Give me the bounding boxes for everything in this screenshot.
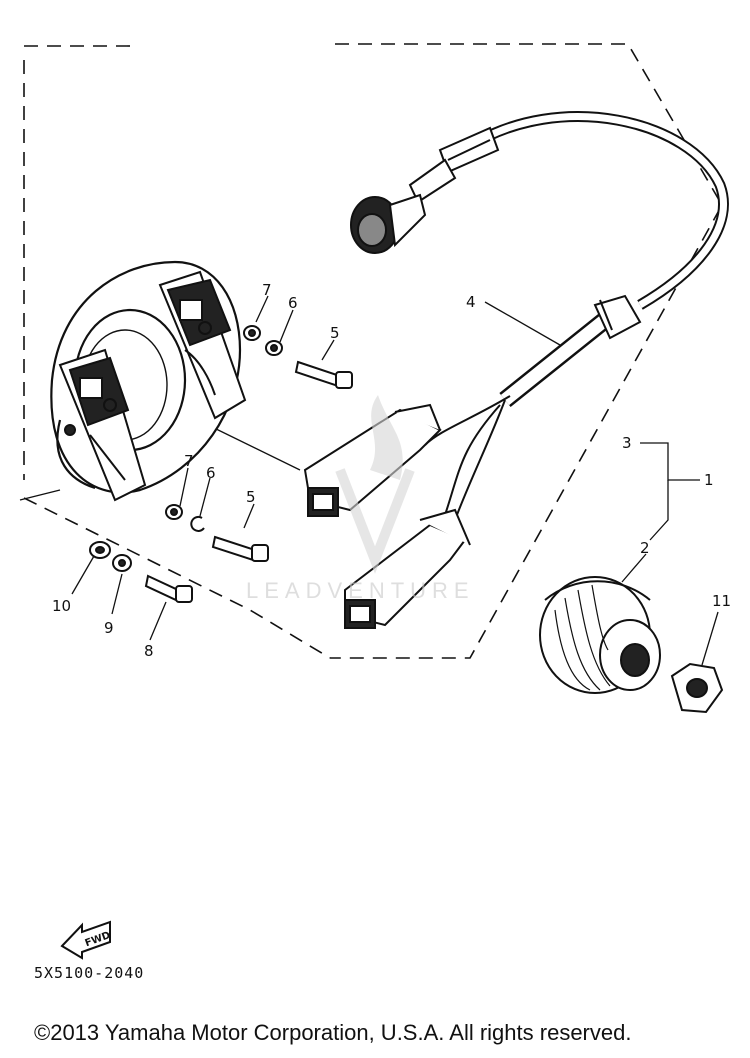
screw-8-icon [144, 574, 193, 603]
callout-5-upper: 5 [330, 324, 340, 342]
pickup-coil-upper-icon [158, 270, 247, 420]
connector-plug-icon [350, 126, 500, 254]
screw-icon [211, 360, 353, 562]
leader-lines [19, 295, 719, 666]
grommet-icon [593, 294, 642, 340]
callout-8: 8 [144, 642, 154, 660]
watermark-text: LEADVENTURE [246, 578, 475, 603]
watermark: LEADVENTURE [246, 395, 475, 603]
callout-1: 1 [704, 471, 714, 489]
wire-harness [424, 111, 729, 521]
copyright-notice: ©2013 Yamaha Motor Corporation, U.S.A. A… [34, 1020, 632, 1045]
cdi-unit-icon [303, 403, 442, 517]
diagram-code: 5X5100-2040 [34, 964, 145, 982]
pickup-coil-lower-icon [58, 348, 147, 502]
callout-4: 4 [466, 293, 476, 311]
callout-7-lower: 7 [184, 452, 194, 470]
callout-6-lower: 6 [206, 464, 216, 482]
callout-labels: 4 3 1 2 11 7 6 5 7 6 5 10 9 8 [52, 281, 731, 660]
callout-5-lower: 5 [246, 488, 256, 506]
fwd-arrow-icon: FWD [60, 920, 112, 960]
callout-2: 2 [640, 539, 650, 557]
ignition-coil-icon [344, 508, 471, 629]
nut-icon [670, 662, 724, 714]
callout-3: 3 [622, 434, 632, 452]
callout-9: 9 [104, 619, 114, 637]
washer-icon [89, 325, 283, 572]
callout-10: 10 [52, 597, 71, 615]
callout-11: 11 [712, 592, 731, 610]
callout-7-upper: 7 [262, 281, 272, 299]
group-boundary [23, 43, 723, 659]
rotor-flywheel-icon [539, 576, 661, 694]
callout-6-upper: 6 [288, 294, 298, 312]
